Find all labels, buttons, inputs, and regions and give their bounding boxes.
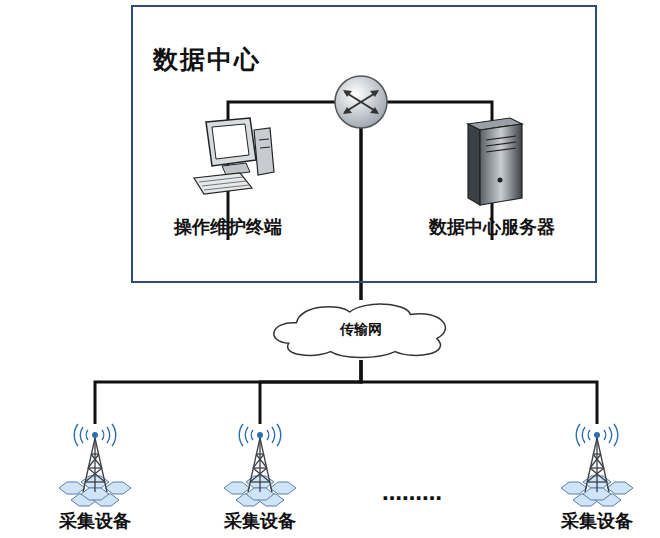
tower-icon [224, 424, 296, 506]
device-label: 采集设备 [59, 510, 131, 532]
device-node: 操作维护终端 [170, 117, 286, 240]
network-link [95, 360, 361, 424]
cloud-path [274, 304, 446, 357]
tower-icon [561, 424, 633, 506]
network-link [361, 360, 597, 424]
tower-icon [59, 424, 131, 506]
group-box: 数据中心操作维护终端 数据中心服务器 [131, 5, 597, 283]
network-link [260, 360, 361, 424]
network-link [361, 102, 492, 300]
device-label: 数据中心服务器 [429, 216, 555, 238]
device-label: 采集设备 [224, 510, 296, 532]
network-label: 传输网 [340, 321, 382, 339]
device-label: 操作维护终端 [174, 216, 282, 238]
group-title: 数据中心 [153, 43, 261, 76]
device-node: 采集设备 [53, 424, 137, 534]
device-label: 采集设备 [561, 510, 633, 532]
server-icon [468, 118, 522, 205]
ellipsis-label: ……… [382, 481, 442, 505]
network-cloud: 传输网 [266, 300, 456, 360]
computer-icon [194, 118, 274, 194]
device-node: 采集设备 [218, 424, 302, 534]
router-symbol [335, 76, 387, 128]
device-node: 采集设备 [555, 424, 639, 534]
device-node: 数据中心服务器 [425, 116, 559, 240]
